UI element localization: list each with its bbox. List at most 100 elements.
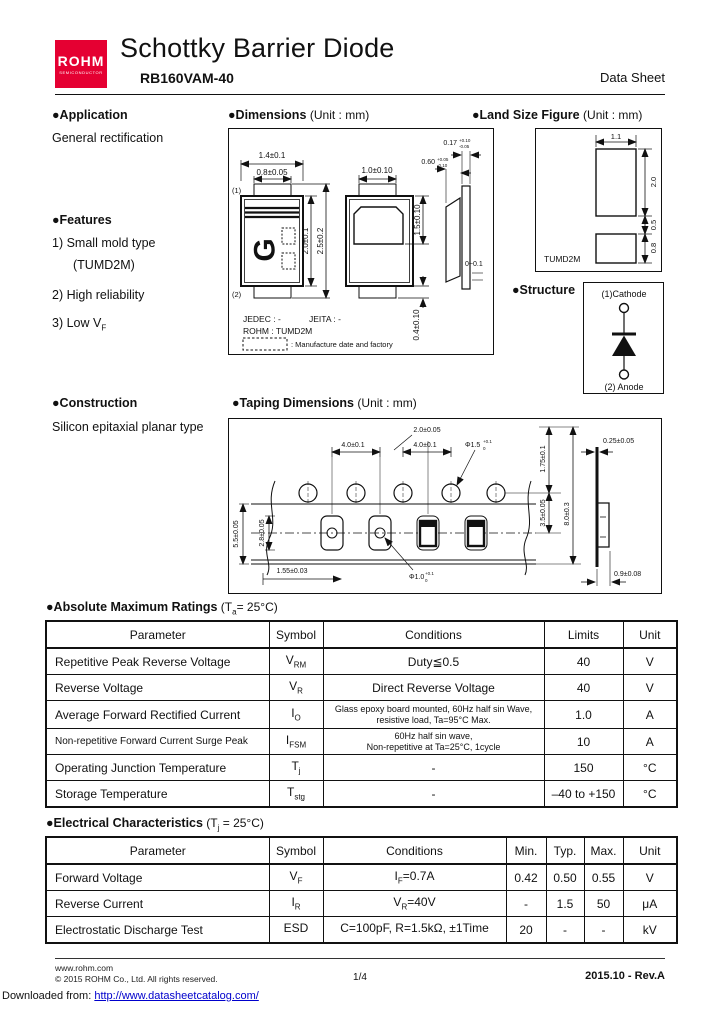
ec-param: Electrostatic Discharge Test bbox=[45, 916, 270, 944]
ec-param: Reverse Current bbox=[45, 890, 270, 917]
ec-typ: - bbox=[545, 916, 585, 944]
taping-heading: ●Taping Dimensions (Unit : mm) bbox=[232, 396, 417, 410]
ec-header-row: Parameter Symbol Conditions Min. Typ. Ma… bbox=[45, 836, 678, 865]
land-top-pad-height-label: 2.0 bbox=[649, 177, 658, 187]
side-view-linework bbox=[435, 151, 483, 290]
table-row: Reverse Voltage VR Direct Reverse Voltag… bbox=[45, 674, 678, 701]
downloaded-from-prefix: Downloaded from: bbox=[2, 990, 95, 1002]
amr-conditions: Glass epoxy board mounted, 60Hz half sin… bbox=[322, 700, 545, 729]
structure-heading: ●Structure bbox=[512, 283, 576, 297]
ec-conditions: C=100pF, R=1.5kΩ, ±1Time bbox=[322, 916, 507, 944]
ec-conditions: IF=0.7A bbox=[322, 863, 507, 891]
feature-item-3: 3) Low VF bbox=[52, 316, 106, 333]
dimensions-heading: ●Dimensions (Unit : mm) bbox=[228, 108, 369, 122]
ec-max: - bbox=[583, 916, 624, 944]
amr-limit: 1.0 bbox=[543, 700, 624, 729]
ec-symbol: VF bbox=[268, 863, 324, 891]
table-row: Reverse Current IR VR=40V - 1.5 50 μA bbox=[45, 890, 678, 917]
amr-heading-text: ●Absolute Maximum Ratings bbox=[46, 600, 218, 614]
amr-conditions: - bbox=[322, 754, 545, 781]
taping-offset-label: 2.0±0.05 bbox=[413, 427, 440, 434]
land-size-svg: 1.1 2.0 0.5 0.8 TUMD2M bbox=[544, 132, 658, 264]
amr-symbol: VR bbox=[268, 674, 324, 701]
taping-edge-to-hole-label: 1.75±0.1 bbox=[540, 445, 547, 472]
amr-col-symbol: Symbol bbox=[268, 620, 324, 649]
taping-hole-dia-dn: 0 bbox=[483, 446, 486, 451]
amr-symbol: IFSM bbox=[268, 728, 324, 755]
dimensions-drawing: 1.4±0.1 0.8±0.05 (1) (2) G 2.0±0.1 2.5±0… bbox=[228, 128, 494, 355]
rohm-package-note: ROHM : TUMD2M bbox=[243, 326, 312, 336]
header-rule bbox=[55, 94, 665, 95]
feature-item-1b: (TUMD2M) bbox=[73, 258, 135, 272]
ec-heading-cond: (Tj = 25°C) bbox=[202, 816, 264, 832]
land-pads-linework bbox=[595, 135, 652, 264]
amr-table: Parameter Symbol Conditions Limits Unit … bbox=[45, 620, 678, 808]
table-row: Storage Temperature Tstg - –40 to +150 °… bbox=[45, 780, 678, 808]
page-title: Schottky Barrier Diode bbox=[120, 33, 395, 63]
amr-cond-sub: a bbox=[232, 607, 237, 617]
amr-unit: A bbox=[622, 728, 678, 755]
amr-conditions: - bbox=[322, 780, 545, 808]
amr-limit: 150 bbox=[543, 754, 624, 781]
amr-limit: 10 bbox=[543, 728, 624, 755]
footer-copyright: © 2015 ROHM Co., Ltd. All rights reserve… bbox=[55, 974, 218, 984]
amr-cond-rest: = 25°C) bbox=[236, 600, 278, 614]
dim-lead-thickness-up: +0.10 bbox=[459, 138, 471, 143]
cathode-label: (1)Cathode bbox=[601, 289, 646, 299]
table-row: Average Forward Rectified Current IO Gla… bbox=[45, 700, 678, 729]
ec-table: Parameter Symbol Conditions Min. Typ. Ma… bbox=[45, 836, 678, 944]
revision-label: 2015.10 - Rev.A bbox=[585, 970, 665, 982]
land-size-heading: ●Land Size Figure (Unit : mm) bbox=[472, 108, 642, 122]
ec-cond-base: (T bbox=[202, 816, 218, 830]
tape-linework bbox=[239, 426, 626, 586]
application-body: General rectification bbox=[52, 131, 164, 145]
ec-min: 0.42 bbox=[505, 863, 547, 891]
ec-unit: kV bbox=[622, 916, 678, 944]
land-gap-label: 0.5 bbox=[649, 220, 658, 230]
dimensions-heading-text: ●Dimensions bbox=[228, 108, 307, 122]
taping-svg: 2.0±0.05 4.0±0.1 4.0±0.1 Φ1.5 +0.1 0 1.7… bbox=[233, 426, 641, 586]
taping-tape-width-label: 8.0±0.3 bbox=[564, 502, 571, 525]
amr-heading-cond: (Ta= 25°C) bbox=[217, 600, 278, 617]
dim-back-tab-width-label: 1.0±0.10 bbox=[361, 166, 393, 175]
dim-lead-thickness-label: 0.17 bbox=[443, 140, 457, 147]
taping-hole-pitch-label: 4.0±0.1 bbox=[413, 442, 436, 449]
table-row: Electrostatic Discharge Test ESD C=100pF… bbox=[45, 916, 678, 944]
dim-foot-height-label: 0.4±0.10 bbox=[412, 309, 421, 341]
ec-col-typ: Typ. bbox=[545, 836, 585, 865]
page-number: 1/4 bbox=[353, 972, 367, 983]
land-pad-width-label: 1.1 bbox=[611, 132, 621, 141]
ec-unit: V bbox=[622, 863, 678, 891]
amr-unit: V bbox=[622, 674, 678, 701]
amr-limit: 40 bbox=[543, 674, 624, 701]
ec-heading: ●Electrical Characteristics (Tj = 25°C) bbox=[46, 816, 264, 832]
amr-param: Operating Junction Temperature bbox=[45, 754, 270, 781]
doc-type-label: Data Sheet bbox=[599, 70, 665, 85]
amr-unit: A bbox=[622, 700, 678, 729]
amr-limit: –40 to +150 bbox=[543, 780, 624, 808]
dim-total-height-label: 2.5±0.2 bbox=[316, 227, 325, 254]
ec-min: 20 bbox=[505, 916, 547, 944]
table-row: Forward Voltage VF IF=0.7A 0.42 0.50 0.5… bbox=[45, 863, 678, 891]
taping-drawing: 2.0±0.05 4.0±0.1 4.0±0.1 Φ1.5 +0.1 0 1.7… bbox=[228, 418, 662, 594]
amr-unit: V bbox=[622, 647, 678, 675]
feature-item-3-text: 3) Low V bbox=[52, 316, 102, 330]
amr-symbol: Tj bbox=[268, 754, 324, 781]
land-bottom-pad-height-label: 0.8 bbox=[649, 243, 658, 253]
amr-param: Repetitive Peak Reverse Voltage bbox=[45, 647, 270, 675]
rohm-logo-subtext: SEMICONDUCTOR bbox=[59, 70, 103, 75]
taping-hole-to-center-label: 3.5±0.05 bbox=[540, 499, 547, 526]
amr-conditions: 60Hz half sin wave,Non-repetitive at Ta=… bbox=[322, 728, 545, 755]
datasheetcatalog-link[interactable]: http://www.datasheetcatalog.com/ bbox=[94, 990, 259, 1002]
ec-col-symbol: Symbol bbox=[268, 836, 324, 865]
pin2-label: (2) bbox=[232, 290, 242, 299]
taping-pocket-hole-dia-label: Φ1.0 bbox=[409, 574, 424, 581]
amr-unit: °C bbox=[622, 780, 678, 808]
ec-min: - bbox=[505, 890, 547, 917]
taping-emboss-height-label: 0.9±0.08 bbox=[614, 571, 641, 578]
amr-col-limits: Limits bbox=[543, 620, 624, 649]
ec-symbol: IR bbox=[268, 890, 324, 917]
part-number: RB160VAM-40 bbox=[140, 70, 234, 86]
land-size-heading-text: ●Land Size Figure bbox=[472, 108, 580, 122]
front-view-linework bbox=[240, 160, 330, 299]
